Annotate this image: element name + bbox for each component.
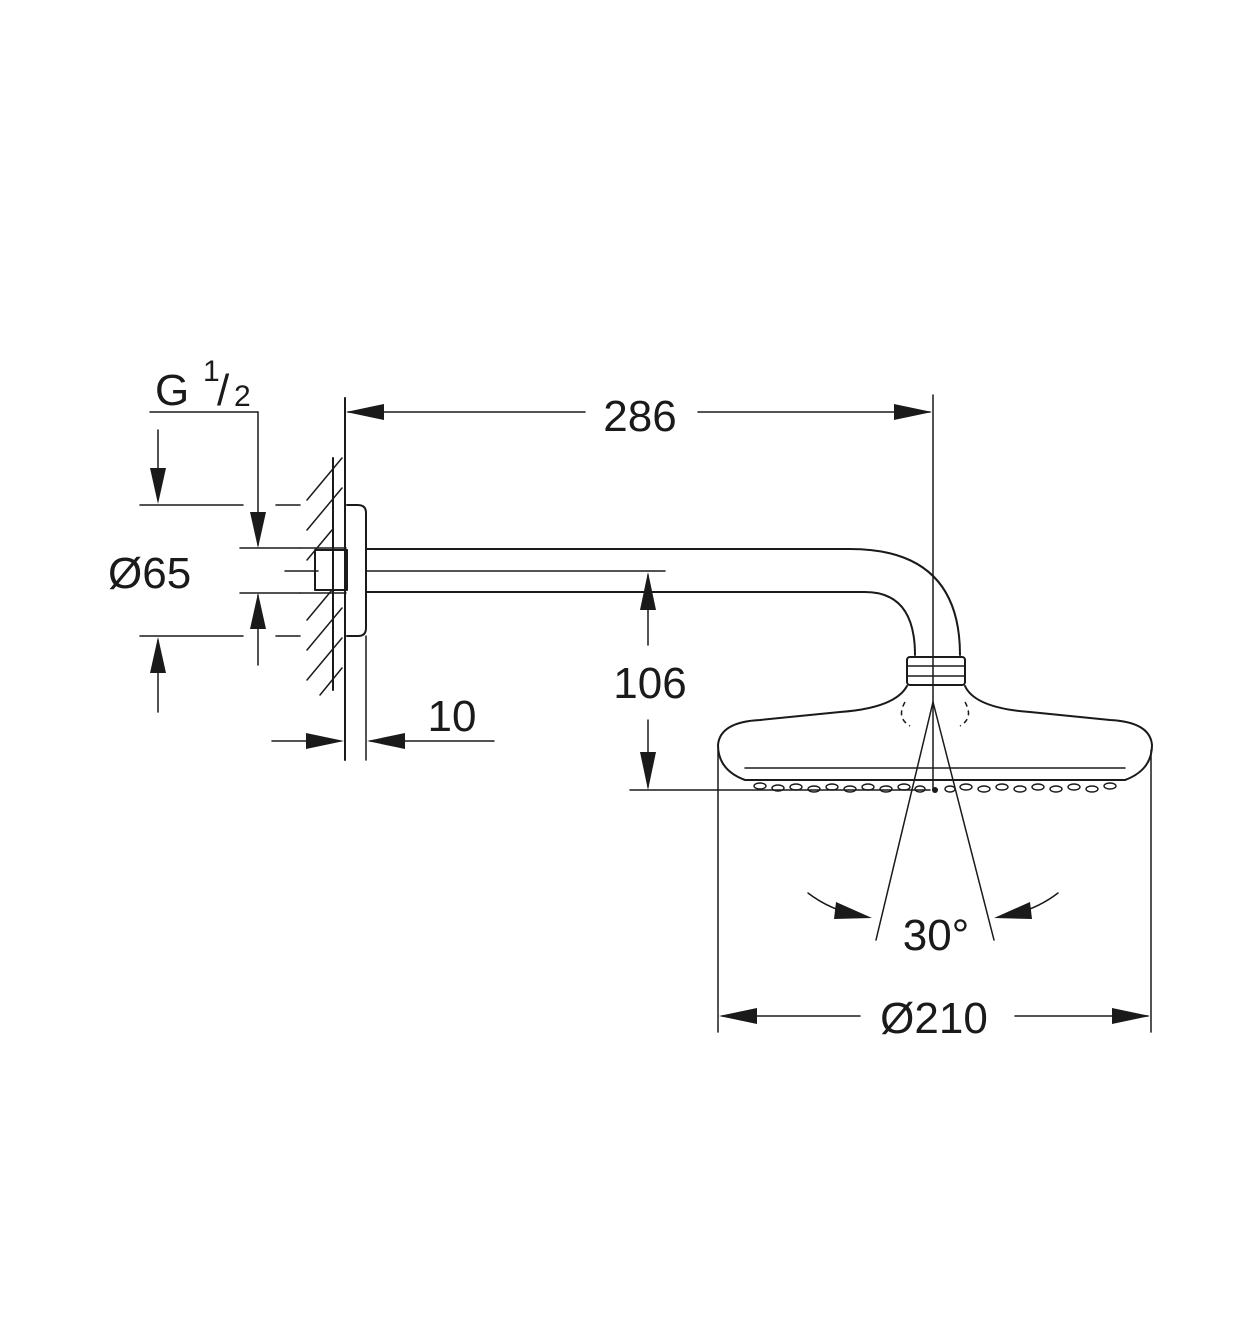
shower-arm [365, 548, 961, 656]
height-drop-label: 106 [613, 659, 686, 708]
dimension-height-drop: 106 [613, 572, 931, 791]
thread-denominator: 2 [234, 380, 251, 413]
dimension-head-diameter: Ø210 [717, 749, 1152, 1043]
head-diameter-label: Ø210 [880, 994, 988, 1043]
wall-flange [346, 504, 367, 637]
dimension-thread: G 1 / 2 [149, 355, 266, 666]
thread-numerator: 1 [203, 355, 220, 388]
flange-depth-label: 10 [428, 692, 477, 741]
wall-hatching [306, 457, 343, 696]
wall-connector [284, 547, 348, 594]
thread-label: G [155, 366, 189, 415]
wall [306, 397, 346, 761]
thread-slash: / [217, 366, 230, 415]
arm-length-label: 286 [603, 392, 676, 441]
spray-nozzles [753, 782, 1117, 793]
dimension-flange-depth: 10 [271, 635, 495, 761]
dimension-flange-diameter: Ø65 [108, 429, 301, 713]
spray-angle-label: 30° [903, 911, 970, 960]
swivel-nut [906, 656, 966, 686]
flange-diameter-label: Ø65 [108, 549, 191, 598]
shower-head [717, 685, 1153, 793]
dimension-spray-angle: 30° [807, 701, 1059, 960]
dimension-arm-length: 286 [344, 392, 934, 791]
